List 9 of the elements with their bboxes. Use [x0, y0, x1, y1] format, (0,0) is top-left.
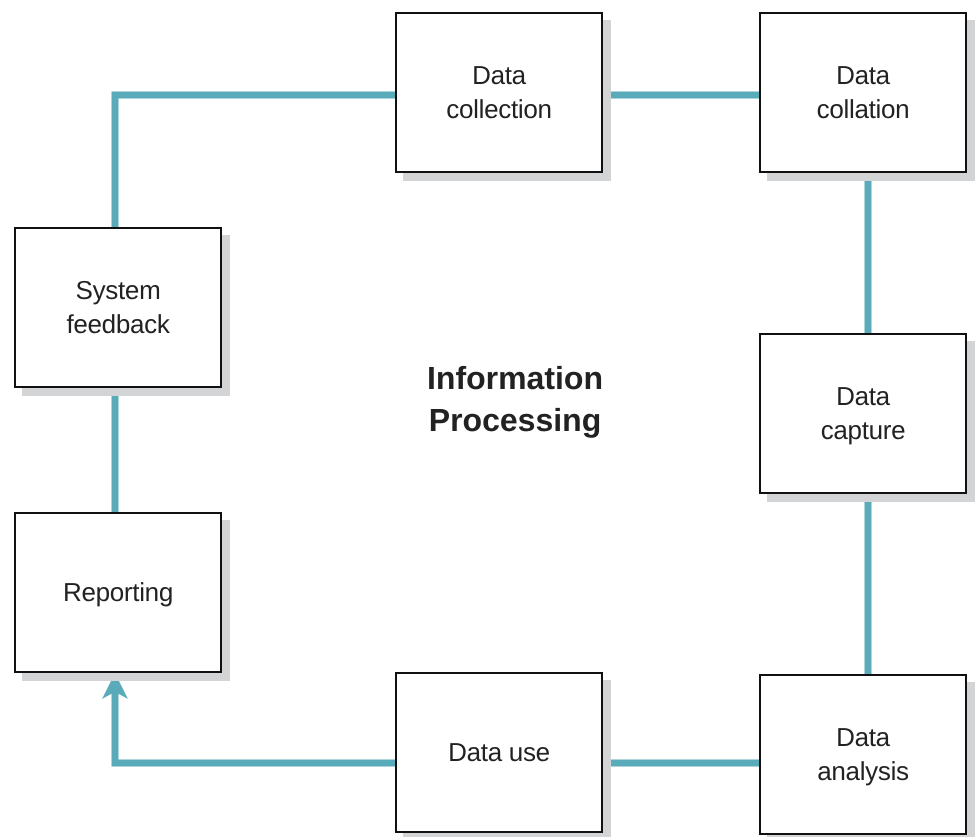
connector-line [112, 92, 395, 227]
diagram-title: Information Processing [426, 359, 604, 440]
box-label: Data capture [820, 380, 906, 446]
box-label: Data collation [816, 58, 910, 126]
box-label: Reporting [62, 576, 174, 609]
box-label: Data analysis [816, 720, 910, 788]
box-label: Data collection [445, 58, 553, 126]
box-label: System feedback [65, 274, 171, 340]
box-label: Data use [447, 736, 551, 769]
